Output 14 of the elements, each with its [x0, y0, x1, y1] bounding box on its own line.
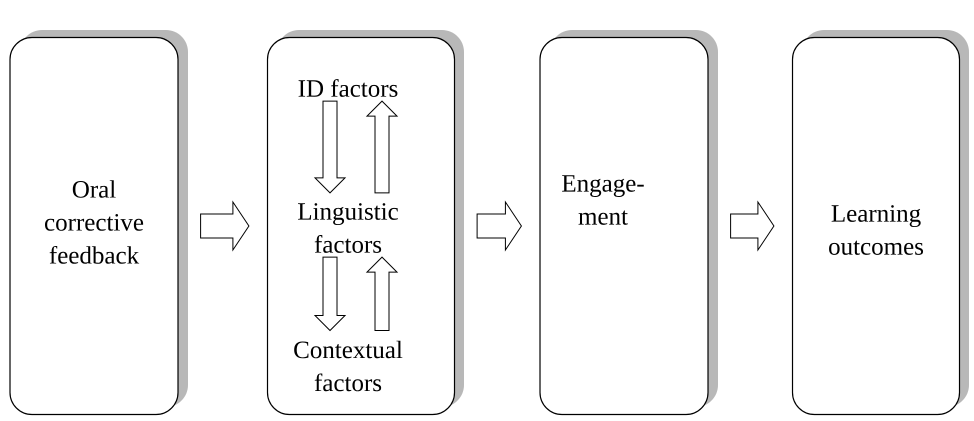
rounded-box: Oral corrective feedback — [9, 30, 188, 416]
block-arrow — [366, 100, 398, 194]
block-arrow — [314, 256, 346, 332]
rounded-box — [266, 30, 464, 416]
block-arrow — [200, 200, 250, 252]
factor-text: Linguistic factors — [298, 203, 398, 253]
block-arrow — [476, 200, 522, 252]
rounded-box: Engage- ment — [539, 30, 718, 416]
block-arrow — [366, 256, 398, 331]
rounded-box: Learning outcomes — [792, 30, 969, 416]
block-arrow — [314, 100, 346, 194]
factor-text: Contextual factors — [294, 340, 402, 392]
factor-text: ID factors — [298, 79, 398, 97]
block-arrow — [730, 200, 775, 252]
